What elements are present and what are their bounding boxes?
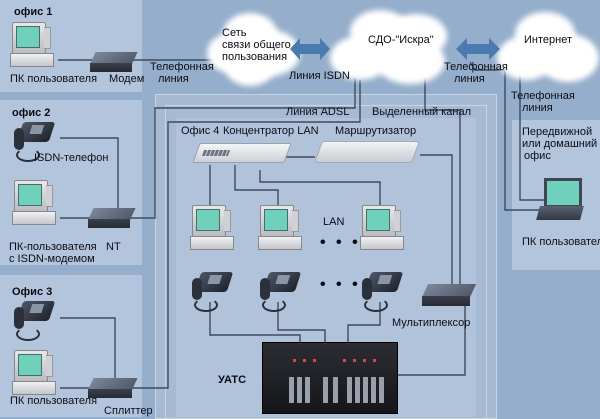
- arrow-iskra-internet: [456, 38, 500, 60]
- office3-splitter-label: Сплиттер: [104, 405, 153, 417]
- wire-hub-pc2: [234, 165, 279, 210]
- wire-router-mux: [420, 154, 453, 290]
- multiplexer-label: Мультиплексор: [392, 317, 471, 329]
- phone-ellipsis: • • •: [320, 276, 361, 293]
- adsl-line-label: Линия ADSL: [286, 106, 350, 118]
- lan-hub-icon: [192, 143, 292, 163]
- wire-splitter-adsl: [130, 80, 361, 389]
- office3-splitter-icon: [88, 378, 138, 398]
- pbx-icon: [262, 342, 398, 414]
- office2-phone-label: ISDN-телефон: [34, 152, 109, 164]
- wire-leased: [424, 78, 461, 290]
- office2-nt-icon: [88, 208, 136, 228]
- office1-modem-icon: [90, 52, 138, 72]
- leased-line-label: Выделенный канал: [372, 106, 471, 118]
- office2-isdn-phone-icon: [14, 122, 56, 162]
- multiplexer-icon: [422, 284, 477, 306]
- office3-pc-label: ПК пользователя: [10, 395, 98, 407]
- mobile-pc-label: ПК пользователя: [522, 236, 600, 248]
- mobile-line-label-a: Телефонная: [511, 90, 575, 102]
- cloud-internet: [497, 8, 600, 88]
- mobile-title-2: или домашний: [522, 138, 598, 150]
- office2-nt-label: NT: [106, 241, 121, 253]
- lan-pc-1-icon: [190, 205, 234, 250]
- iskra-label: СДО-"Искра": [368, 34, 434, 46]
- office1-pc-label: ПК пользователя: [10, 73, 98, 85]
- arrow-pstn-iskra: [290, 38, 330, 60]
- office1-title: офис 1: [14, 6, 53, 18]
- phone-line1-label-b: линия: [158, 73, 189, 85]
- office2-pc-icon: [12, 180, 56, 225]
- wire-pbx-mux: [395, 300, 466, 376]
- office4-phone-3-icon: [362, 272, 404, 312]
- iskra-internet-line-label-b: линия: [454, 73, 485, 85]
- pstn-label-3: пользования: [222, 51, 288, 63]
- office4-router-label: Маршрутизатор: [335, 125, 417, 137]
- mobile-title-1: Передвижной: [522, 126, 593, 138]
- pstn-label-2: связи общего: [222, 39, 291, 51]
- phone-line1-label-a: Телефонная: [150, 61, 214, 73]
- office4-phone-2-icon: [260, 272, 302, 312]
- wire-phone2-pbx: [277, 302, 326, 345]
- office3-pc-icon: [12, 350, 56, 395]
- office1-pc-icon: [10, 22, 54, 67]
- iskra-internet-line-label-a: Телефонная: [444, 61, 508, 73]
- mobile-laptop-icon: [536, 178, 584, 222]
- lan-label: LAN: [323, 216, 345, 228]
- office2-title: офис 2: [12, 107, 51, 119]
- office3-title: Офис 3: [12, 286, 53, 298]
- office4-hub-label: Концентратор LAN: [223, 125, 319, 137]
- office2-pc-label-2: с ISDN-модемом: [9, 253, 95, 265]
- office2-pc-label-1: ПК-пользователя: [9, 241, 97, 253]
- pstn-label-1: Сеть: [222, 27, 247, 39]
- router-icon: [313, 141, 421, 163]
- wire-phone1-pbx: [209, 302, 301, 345]
- lan-pc-ellipsis: • • •: [320, 234, 361, 251]
- internet-label: Интернет: [524, 34, 572, 46]
- wire-mobile-internet: [519, 70, 545, 201]
- office4-phone-1-icon: [192, 272, 234, 312]
- office3-phone-icon: [14, 301, 56, 341]
- mobile-line-label-b: линия: [522, 102, 553, 114]
- lan-pc-2-icon: [258, 205, 302, 250]
- office1-modem-label: Модем: [109, 73, 145, 85]
- wire-phone3-pbx: [347, 302, 381, 345]
- cloud-iskra: [330, 8, 460, 88]
- wire-nt-isdn: [130, 78, 356, 219]
- wire-hub-pc3: [259, 170, 381, 210]
- wire-o3-phone: [60, 317, 116, 388]
- office4-title: Офис 4: [181, 125, 220, 137]
- isdn-line-label: Линия ISDN: [289, 70, 350, 82]
- lan-pc-3-icon: [360, 205, 404, 250]
- wire-isdn-phone: [60, 137, 119, 218]
- mobile-title-3: офис: [524, 150, 551, 162]
- cloud-pstn: [205, 8, 305, 90]
- pbx-label: УАТС: [218, 374, 247, 386]
